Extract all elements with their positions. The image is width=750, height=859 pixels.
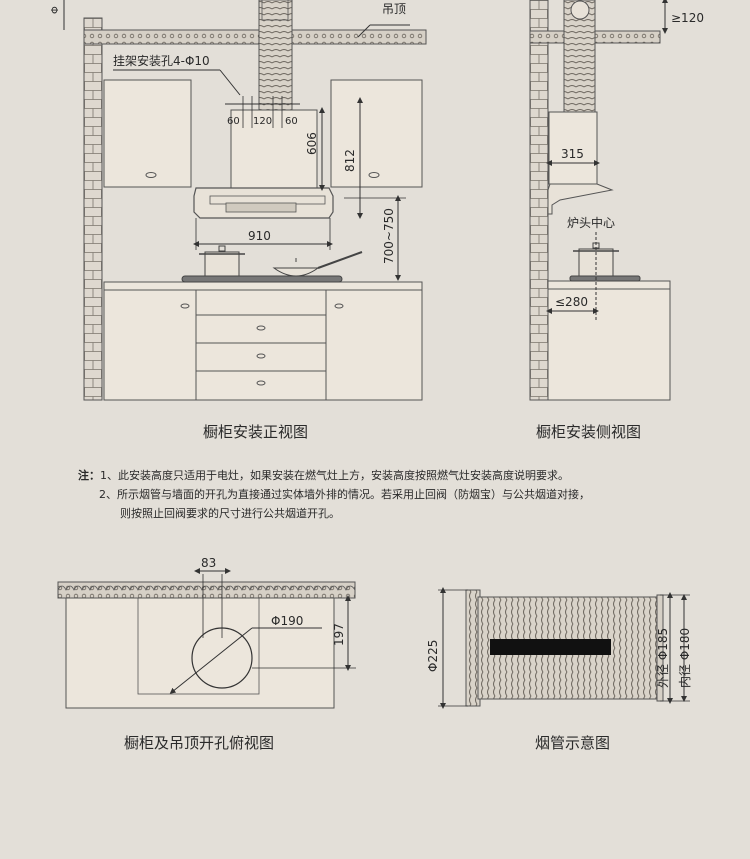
side-dim-120: ≥120 <box>671 11 704 25</box>
front-hood-chimney <box>230 109 318 189</box>
top-dim-190: Φ190 <box>271 614 303 628</box>
top-view: Φ190 83 197 <box>57 556 356 709</box>
side-countertop <box>547 280 671 290</box>
duct-dim-225: Φ225 <box>426 640 440 672</box>
pan-icon <box>272 251 363 277</box>
duct-band <box>490 639 611 655</box>
front-upper-cabinet-right <box>330 79 423 188</box>
dim-120: 120 <box>253 116 272 127</box>
front-duct-top <box>261 0 289 21</box>
notes-line-1: 1、此安装高度只适用于电灶，如果安装在燃气灶上方，安装高度按照燃气灶安装高度说明… <box>100 469 569 482</box>
notes-line-3: 则按照止回阀要求的尺寸进行公共烟道开孔。 <box>120 507 340 520</box>
pot-icon <box>199 245 245 277</box>
dim-60-right: 60 <box>285 116 298 127</box>
front-upper-cabinet-left <box>103 79 192 188</box>
side-brick-wall <box>529 0 549 401</box>
dim-60-left: 60 <box>227 116 240 127</box>
duct-view: Φ225 外径 Φ185 内径 Φ180 <box>426 587 692 709</box>
front-lower-cabinets <box>103 289 423 401</box>
duct-view-caption: 烟管示意图 <box>535 734 611 752</box>
side-view: ≥120 315 炉头中心 ≤280 <box>529 0 704 401</box>
dim-910: 910 <box>248 229 271 243</box>
duct-outer-label: 外径 Φ185 <box>656 628 670 688</box>
duct-inner-label: 内径 Φ180 <box>678 628 692 688</box>
cabinet-handle-icon <box>145 172 157 178</box>
top-dim-83: 83 <box>201 556 216 570</box>
front-view: Φ 吊顶 挂架安装孔4-Φ10 60 120 60 606 812 700~75… <box>50 0 427 401</box>
installation-notes: 注：1、此安装高度只适用于电灶，如果安装在燃气灶上方，安装高度按照燃气灶安装高度… <box>78 466 718 523</box>
side-view-caption: 橱柜安装侧视图 <box>536 423 642 441</box>
notes-prefix: 注： <box>78 469 100 482</box>
burner-center-label: 炉头中心 <box>567 215 615 230</box>
mount-hole-label: 挂架安装孔4-Φ10 <box>113 53 210 68</box>
top-slab <box>57 581 356 599</box>
side-cooktop <box>569 275 641 282</box>
side-hood-canopy <box>547 183 614 215</box>
side-dim-315: 315 <box>561 147 584 161</box>
side-hood-chimney <box>548 111 598 185</box>
front-brick-wall <box>83 17 103 401</box>
top-cut-dim: Φ <box>50 6 61 14</box>
cabinet-handle-icon <box>368 172 380 178</box>
front-cooktop <box>181 275 343 283</box>
front-countertop <box>103 281 423 291</box>
dim-606: 606 <box>305 132 319 155</box>
top-view-caption: 橱柜及吊顶开孔俯视图 <box>124 734 275 752</box>
front-view-caption: 橱柜安装正视图 <box>203 423 309 441</box>
ceiling-label: 吊顶 <box>382 2 406 16</box>
front-ceiling-slab <box>83 29 427 45</box>
top-dim-197: 197 <box>332 623 346 646</box>
notes-line-2: 2、所示烟管与墙面的开孔为直接通过实体墙外排的情况。若采用止回阀（防烟宝）与公共… <box>99 488 590 501</box>
dim-812: 812 <box>343 149 357 172</box>
side-dim-280: ≤280 <box>555 295 588 309</box>
side-lower-cabinet <box>547 288 671 401</box>
dim-700-750: 700~750 <box>382 208 396 264</box>
